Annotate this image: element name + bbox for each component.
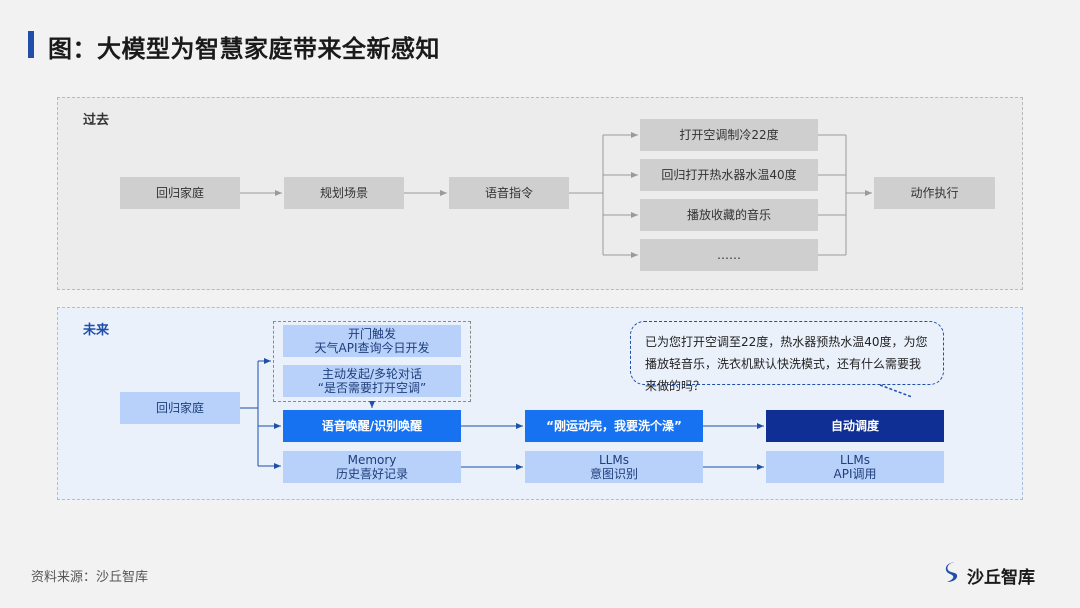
memory-line2: 历史喜好记录 [335,467,408,481]
future-node-llm-intent: LLMs 意图识别 [525,451,703,483]
future-node-home: 回归家庭 [120,392,240,424]
future-node-wake: 语音唤醒/识别唤醒 [283,410,461,442]
source-note: 资料来源：沙丘智库 [31,570,149,585]
past-node-more: …… [640,239,818,271]
future-node-active-dialog: 主动发起/多轮对话 “是否需要打开空调” [283,365,461,397]
memory-line1: Memory [347,453,397,467]
logo-icon [945,562,958,582]
past-node-ac: 打开空调制冷22度 [640,119,818,151]
past-node-music: 播放收藏的音乐 [640,199,818,231]
active-dialog-line1: 主动发起/多轮对话 [321,367,423,381]
future-node-dispatch: 自动调度 [766,410,944,442]
active-dialog-line2: “是否需要打开空调” [317,381,427,395]
past-node-execute: 动作执行 [874,177,995,209]
past-node-home: 回归家庭 [120,177,240,209]
llm-api-line2: API调用 [833,467,877,481]
title-accent-bar [28,31,34,58]
door-trigger-line1: 开门触发 [347,327,396,341]
past-node-voice: 语音指令 [449,177,569,209]
llm-api-line1: LLMs [840,453,870,467]
past-label: 过去 [83,113,110,128]
page-title: 图：大模型为智慧家庭带来全新感知 [48,35,440,63]
speech-bubble: 已为您打开空调至22度，热水器预热水温40度，为您播放轻音乐，洗衣机默认快洗模式… [630,321,944,393]
future-node-utterance: “刚运动完，我要洗个澡” [525,410,703,442]
future-node-llm-api: LLMs API调用 [766,451,944,483]
future-label: 未来 [83,323,110,338]
llm-intent-line2: 意图识别 [589,467,638,481]
past-node-heater: 回归打开热水器水温40度 [640,159,818,191]
future-node-door-trigger: 开门触发 天气API查询今日开发 [283,325,461,357]
door-trigger-line2: 天气API查询今日开发 [314,341,430,355]
past-node-plan: 规划场景 [284,177,404,209]
logo-text: 沙丘智库 [967,568,1035,588]
llm-intent-line1: LLMs [599,453,629,467]
future-node-memory: Memory 历史喜好记录 [283,451,461,483]
